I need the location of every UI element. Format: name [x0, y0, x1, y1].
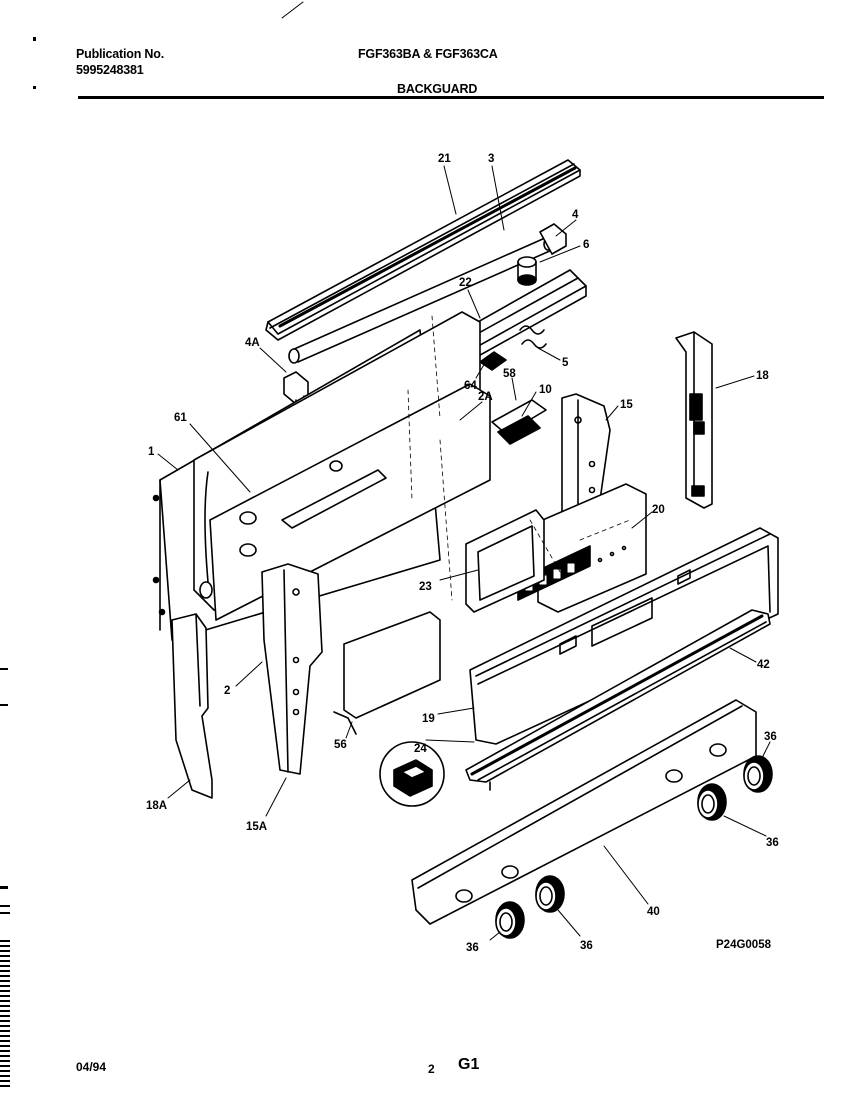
callout-label: 10 [539, 384, 552, 396]
callout-label: 56 [334, 739, 347, 751]
model-numbers: FGF363BA & FGF363CA [358, 47, 498, 61]
callout-label: 4A [245, 337, 260, 349]
callout-label: 64 [464, 380, 477, 392]
callout-label: 61 [174, 412, 187, 424]
shield-part [333, 611, 441, 735]
callout-label: 4 [572, 209, 579, 221]
knob [743, 755, 773, 793]
end-bracket-right [675, 331, 713, 509]
callout-label: 36 [580, 940, 593, 952]
knob [697, 783, 727, 821]
callout-label: 36 [466, 942, 479, 954]
scan-speck [33, 86, 36, 89]
callout-label: 1 [148, 446, 155, 458]
header-rule [78, 96, 824, 99]
callout-label: 58 [503, 368, 516, 380]
callout-label: 6 [583, 239, 589, 251]
scan-speck [0, 905, 10, 907]
side-bracket-left [261, 563, 323, 775]
knob [495, 901, 525, 939]
scan-speck [0, 912, 10, 914]
section-title: BACKGUARD [397, 82, 478, 96]
diagram-code: P24G0058 [716, 939, 772, 951]
callout-label: 2A [478, 391, 493, 403]
lamp-holder-right [539, 223, 567, 255]
callout-label: 20 [652, 504, 665, 516]
callout-label: 23 [419, 581, 432, 593]
callout-label: 40 [647, 906, 660, 918]
trim-strip-part [465, 609, 771, 791]
scan-speck [0, 668, 8, 670]
callout-label: 22 [459, 277, 472, 289]
callout-label: 24 [414, 743, 427, 755]
callout-label: 42 [757, 659, 770, 671]
callout-label: 5 [562, 357, 569, 369]
leader-lines [157, 165, 771, 941]
alignment-lines [407, 315, 631, 601]
relay-board-part [491, 399, 547, 445]
switch-detail [379, 741, 445, 807]
callout-label: 18 [756, 370, 769, 382]
clip-part [479, 351, 507, 371]
footer-code: G1 [458, 1056, 480, 1073]
inner-panel-part [193, 311, 491, 621]
callout-label: 21 [438, 153, 451, 165]
callout-label: 15A [246, 821, 267, 833]
publication-label: Publication No. [76, 47, 164, 61]
top-trim-part [265, 159, 581, 341]
scan-speck [0, 704, 8, 706]
scan-margin-noise [0, 940, 10, 1090]
clock-module-part [517, 483, 647, 613]
starter-part [517, 256, 537, 286]
callout-label: 15 [620, 399, 633, 411]
callout-label: 36 [764, 731, 777, 743]
scan-speck [0, 886, 8, 889]
callout-label: 2 [224, 685, 230, 697]
callout-label: 19 [422, 713, 435, 725]
publication-number: 5995248381 [76, 63, 144, 77]
callout-label: 18A [146, 800, 167, 812]
control-panel-part [469, 527, 779, 745]
end-bracket-left [171, 613, 213, 799]
page-number: 2 [428, 1062, 435, 1076]
clock-frame-part [465, 509, 545, 613]
footer-date: 04/94 [76, 1060, 107, 1074]
knob [535, 875, 565, 913]
scan-speck [33, 37, 36, 41]
callout-label: 36 [766, 837, 779, 849]
callout-label: 3 [488, 153, 494, 165]
spring-part [519, 325, 547, 349]
